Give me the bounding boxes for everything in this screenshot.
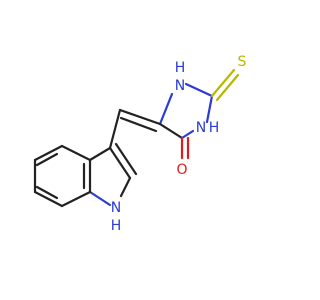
bond-c3-c2indole-double: [114, 142, 138, 176]
bond-c7-c7a: [60, 190, 92, 208]
bond-cmethine-c3: [108, 108, 122, 150]
bond-nindole-c7a: [88, 190, 112, 207]
atom-s: S: [238, 54, 247, 70]
molecule-svg: N H N H S O N H: [33, 54, 247, 234]
bond-c5-cmethine-a: [118, 108, 162, 126]
atom-n1-h: H: [175, 60, 186, 76]
bond-c3a-c3: [88, 146, 112, 162]
atom-n-indole: N: [111, 200, 121, 216]
atom-n3: N: [196, 120, 206, 136]
bond-c6-c7-double: [35, 185, 59, 200]
bond-c2-s-b: [215, 73, 240, 102]
bond-c2-n3: [205, 94, 214, 124]
atom-n-indole-h: H: [111, 218, 122, 234]
bond-c5-n1: [158, 92, 174, 126]
bond-c4-c5: [158, 122, 184, 140]
bond-c3a-c4: [60, 144, 92, 162]
bond-c5-cmethine-b: [119, 116, 158, 133]
bond-c3-c2indole: [108, 146, 132, 180]
bond-c4-c5: [33, 144, 64, 162]
bond-n1-c2: [184, 82, 214, 98]
atom-o: O: [176, 162, 187, 178]
bond-c6-c7: [33, 190, 64, 208]
bond-c4-c5-double: [35, 152, 59, 167]
bond-c2-s-a: [210, 68, 236, 98]
bond-c2indole-nindole: [119, 176, 132, 198]
atom-n1: N: [175, 78, 185, 94]
atom-n3-h: H: [209, 120, 220, 136]
bond-n3-c4: [180, 129, 195, 140]
structure-diagram: N H N H S O N H: [33, 54, 247, 234]
